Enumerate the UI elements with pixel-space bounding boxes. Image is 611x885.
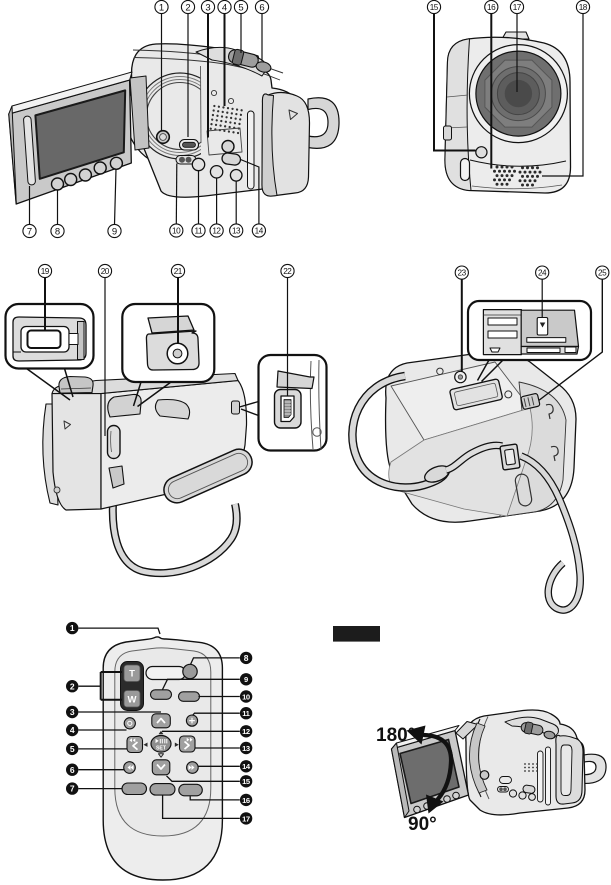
svg-text:3: 3: [70, 707, 75, 717]
svg-text:6: 6: [259, 2, 264, 13]
svg-text:2: 2: [185, 2, 190, 13]
svg-text:15: 15: [242, 777, 251, 786]
svg-text:11: 11: [242, 709, 250, 718]
svg-text:24: 24: [538, 269, 547, 278]
svg-text:7: 7: [27, 226, 32, 237]
svg-text:10: 10: [242, 692, 250, 701]
svg-text:10: 10: [172, 227, 181, 236]
svg-text:7: 7: [70, 784, 75, 794]
svg-text:1: 1: [159, 2, 164, 13]
svg-text:16: 16: [242, 796, 250, 805]
svg-text:13: 13: [242, 744, 250, 753]
svg-text:23: 23: [458, 269, 467, 278]
svg-text:14: 14: [255, 227, 264, 236]
svg-text:2: 2: [70, 681, 75, 691]
svg-text:6: 6: [70, 765, 75, 775]
svg-text:22: 22: [283, 267, 292, 276]
svg-text:18: 18: [579, 3, 588, 12]
svg-text:90°: 90°: [408, 814, 437, 835]
svg-text:SET: SET: [156, 746, 167, 752]
svg-text:W: W: [128, 695, 137, 706]
svg-text:9: 9: [112, 226, 117, 237]
svg-text:17: 17: [242, 814, 250, 823]
svg-text:8: 8: [55, 226, 60, 237]
svg-text:13: 13: [232, 227, 241, 236]
svg-text:3: 3: [205, 2, 210, 13]
svg-text:21: 21: [174, 267, 183, 276]
svg-text:1: 1: [70, 623, 75, 633]
svg-text:12: 12: [212, 227, 221, 236]
svg-text:4: 4: [222, 2, 227, 13]
svg-text:15: 15: [430, 3, 439, 12]
svg-text:11: 11: [195, 227, 203, 236]
svg-text:180°: 180°: [376, 725, 415, 746]
svg-text:T: T: [129, 669, 135, 680]
svg-text:9: 9: [244, 675, 248, 684]
svg-text:14: 14: [242, 762, 251, 771]
svg-text:17: 17: [513, 3, 522, 12]
svg-text:5: 5: [238, 2, 243, 13]
svg-text:5: 5: [70, 744, 75, 754]
svg-text:4: 4: [70, 725, 75, 735]
svg-text:20: 20: [101, 267, 110, 276]
svg-text:19: 19: [41, 267, 50, 276]
svg-text:8: 8: [244, 653, 249, 663]
svg-text:12: 12: [242, 727, 250, 736]
svg-text:16: 16: [487, 3, 496, 12]
svg-text:25: 25: [598, 269, 607, 278]
